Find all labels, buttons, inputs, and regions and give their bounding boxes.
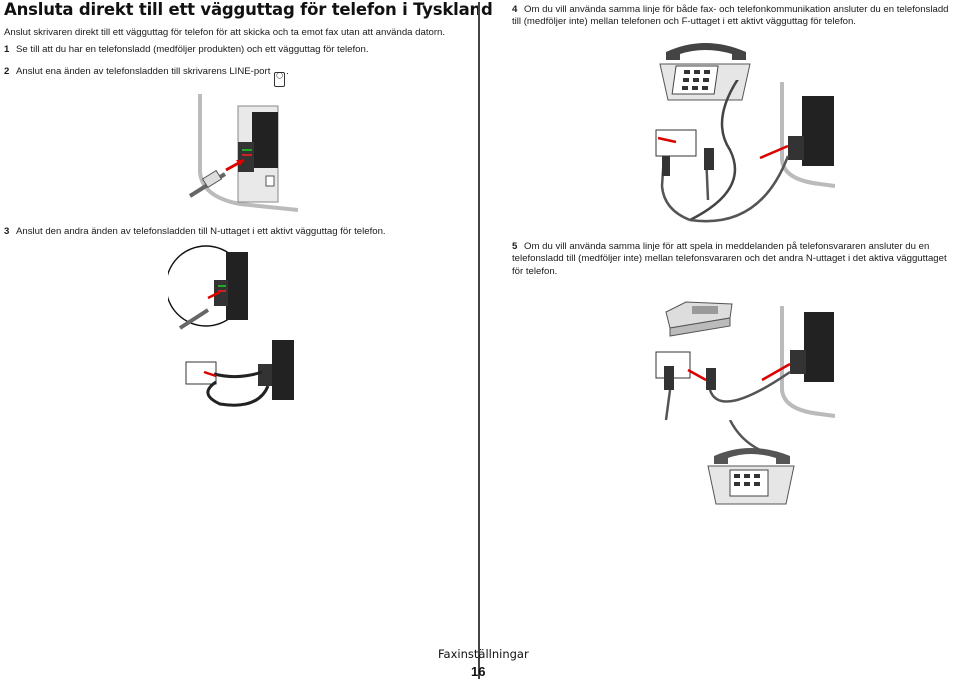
phone-wall-jack-illustration	[655, 80, 835, 223]
step-text: Anslut ena änden av telefonsladden till …	[16, 66, 271, 77]
step-number: 1	[4, 44, 10, 55]
wall-jack-illustration	[168, 245, 294, 407]
step-number: 3	[4, 226, 10, 237]
intro-text: Anslut skrivaren direkt till ett väggutt…	[4, 27, 446, 38]
footer-section: Faxinställningar	[438, 647, 529, 661]
column-divider	[478, 2, 480, 679]
step-number: 5	[512, 241, 518, 252]
step-2: 2 Anslut ena änden av telefonsladden till…	[4, 66, 474, 87]
step-text: Om du vill använda samma linje för både …	[512, 4, 949, 28]
step-3: 3 Anslut den andra änden av telefonsladde…	[4, 226, 474, 238]
step-text: Om du vill använda samma linje för att s…	[512, 241, 947, 277]
step-number: 2	[4, 66, 10, 77]
step-number: 4	[512, 4, 518, 15]
page-number: 16	[471, 664, 486, 679]
step-1: 1 Se till att du har en telefonsladd (med…	[4, 44, 474, 56]
step-text: Se till att du har en telefonsladd (medf…	[16, 44, 369, 55]
answering-machine-wall-jack-illustration	[655, 306, 835, 421]
page-title: Ansluta direkt till ett vägguttag för te…	[4, 0, 493, 19]
step-suffix: .	[286, 66, 289, 77]
printer-line-port-illustration	[188, 94, 299, 212]
step-text: Anslut den andra änden av telefonsladden…	[16, 226, 386, 237]
line-port-icon: ◯	[274, 72, 286, 87]
telephone-illustration-bottom	[707, 420, 795, 505]
telephone-illustration-top	[659, 43, 751, 101]
answering-machine-illustration	[665, 301, 733, 337]
